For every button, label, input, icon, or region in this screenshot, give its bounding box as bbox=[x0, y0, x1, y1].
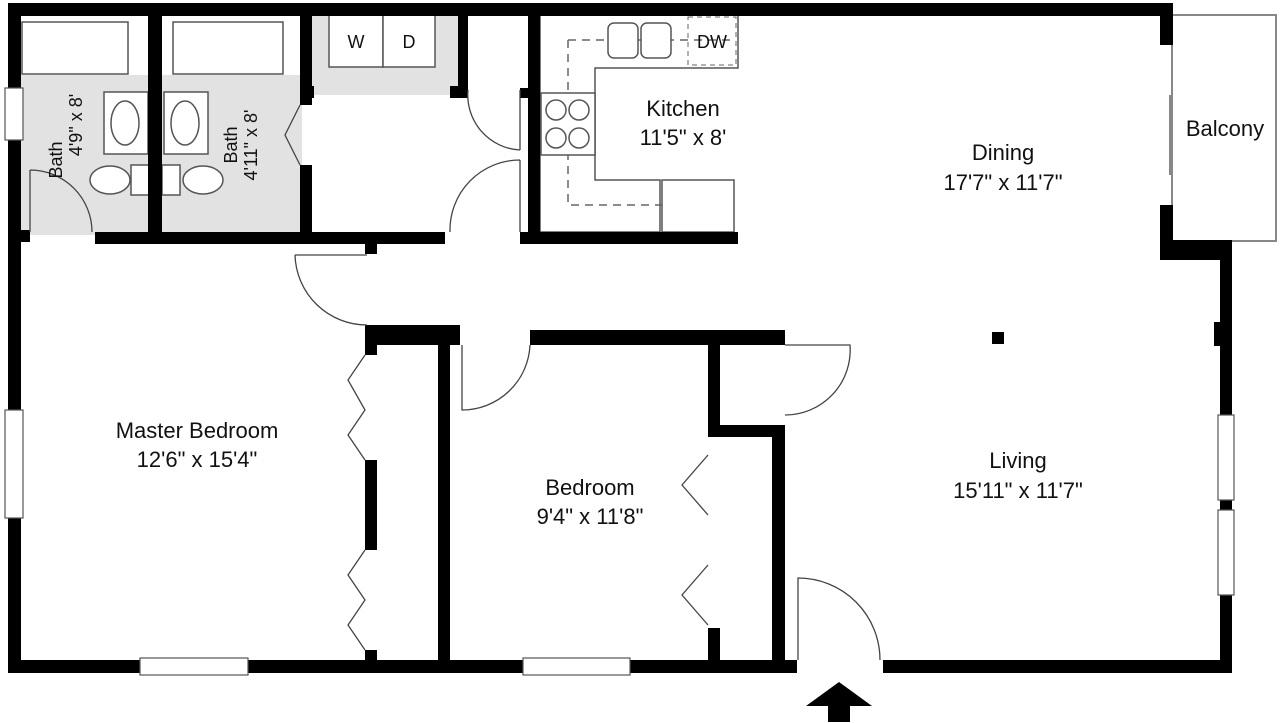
bathtub-icon bbox=[172, 21, 284, 75]
dryer-label: D bbox=[403, 32, 416, 52]
dishwasher-label: DW bbox=[697, 32, 727, 52]
toilet-icon bbox=[89, 165, 131, 195]
bathtub-icon bbox=[21, 21, 129, 75]
kitchen-label: Kitchen bbox=[646, 96, 719, 121]
bath1-label: Bath bbox=[46, 141, 66, 178]
bath1-size: 4'9" x 8' bbox=[66, 94, 86, 156]
doors[interactable] bbox=[29, 89, 881, 661]
window bbox=[4, 87, 24, 141]
bedroom-label: Bedroom bbox=[545, 475, 634, 500]
balcony-label: Balcony bbox=[1186, 116, 1264, 141]
washer-icon bbox=[328, 14, 384, 68]
refrigerator-icon bbox=[661, 179, 735, 233]
bedroom-size: 9'4" x 11'8" bbox=[537, 504, 644, 529]
living-size: 15'11" x 11'7" bbox=[953, 478, 1083, 503]
master-bedroom-size: 12'6" x 15'4" bbox=[137, 447, 258, 472]
window bbox=[139, 657, 249, 676]
window bbox=[522, 657, 631, 676]
window bbox=[1217, 509, 1235, 596]
column bbox=[992, 332, 1004, 344]
bath2-label: Bath bbox=[221, 126, 241, 163]
washer-label: W bbox=[348, 32, 365, 52]
kitchen-size: 11'5" x 8' bbox=[640, 125, 727, 150]
window bbox=[4, 409, 24, 519]
entry-arrow-icon bbox=[806, 682, 872, 722]
dining-size: 17'7" x 11'7" bbox=[943, 170, 1062, 195]
window bbox=[1217, 414, 1235, 501]
toilet-icon bbox=[182, 165, 224, 195]
balcony-outline bbox=[1171, 14, 1277, 242]
master-bedroom-label: Master Bedroom bbox=[116, 418, 279, 443]
dishwasher-icon bbox=[687, 16, 737, 66]
kitchen-sink-icon bbox=[607, 22, 639, 59]
entry-gap bbox=[797, 659, 883, 674]
dryer-icon bbox=[382, 14, 436, 68]
bath2-size: 4'11" x 8' bbox=[241, 110, 261, 181]
dining-label: Dining bbox=[972, 140, 1034, 165]
living-label: Living bbox=[989, 448, 1046, 473]
